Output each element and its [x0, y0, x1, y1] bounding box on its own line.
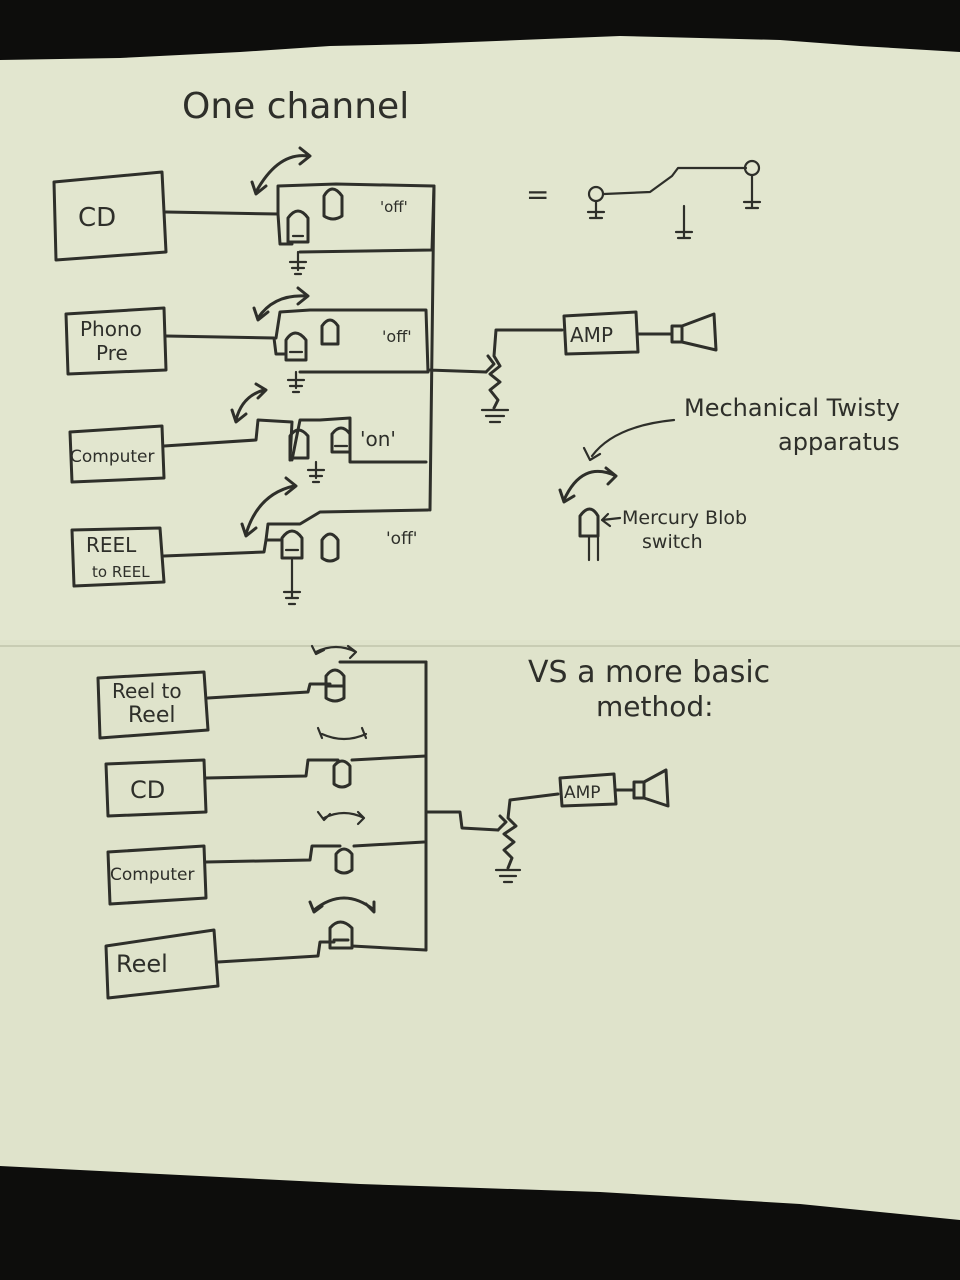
switch-state-2: 'off' [382, 327, 412, 346]
bottom-heading-line1: VS a more basic [528, 655, 770, 690]
mercury-switch-3b [330, 426, 352, 454]
ground-symbols-top [282, 250, 326, 606]
source-box-computer: Computer [68, 424, 166, 484]
switch-state-1: 'off' [380, 198, 408, 216]
equals-sign: = [526, 178, 549, 211]
svg-text:AMP: AMP [570, 323, 613, 347]
mercury-switch-2b [320, 318, 340, 346]
rotation-arrows-top [230, 146, 312, 538]
wire-reel [162, 538, 282, 558]
switch-state-3: 'on' [360, 427, 396, 451]
svg-text:Pre: Pre [96, 341, 128, 365]
svg-text:Phono: Phono [80, 317, 142, 341]
bottom-source-box-cd: CD [104, 758, 208, 818]
svg-text:CD: CD [130, 776, 165, 804]
svg-text:to REEL: to REEL [92, 563, 150, 581]
bottom-wire-2 [204, 758, 340, 780]
wire-cd [164, 210, 294, 246]
mercury-switch-1a [286, 209, 310, 244]
annotation-blob-line2: switch [642, 531, 703, 553]
paper-bottom-sheet [0, 640, 960, 1220]
svg-text:AMP: AMP [564, 783, 601, 803]
bottom-rotation-arrows [308, 644, 376, 914]
top-amp-box: AMP [562, 310, 640, 356]
bottom-wire-4 [216, 940, 336, 964]
switch-housing-1 [276, 182, 436, 254]
svg-text:Reel to: Reel to [112, 679, 182, 703]
source-box-cd: CD [52, 170, 168, 262]
mercury-switch-4a [280, 529, 304, 560]
bottom-volume-potentiometer [494, 792, 560, 884]
bottom-source-box-reel-to-reel: Reel to Reel [96, 670, 210, 740]
svg-text:Computer: Computer [110, 865, 195, 885]
top-output-bus [426, 184, 488, 512]
bottom-amp-box: AMP [558, 772, 618, 808]
top-title: One channel [182, 86, 409, 127]
annotation-twisty-arrow [582, 418, 676, 462]
top-speaker-icon [670, 312, 718, 352]
mercury-switch-3a [288, 428, 310, 460]
switch-housing-4 [264, 508, 430, 542]
svg-text:REEL: REEL [86, 533, 137, 557]
source-box-phono-pre: Phono Pre [64, 306, 168, 376]
wire-phono [164, 334, 288, 356]
bottom-wire-3 [204, 844, 342, 864]
annotation-twisty-line2: apparatus [778, 428, 900, 456]
mercury-switch-4b [320, 532, 340, 563]
bottom-mercury-switches [324, 668, 354, 950]
equivalent-switch-symbol [586, 159, 762, 240]
mercury-switch-2a [284, 331, 308, 362]
bottom-switch-tops [338, 660, 428, 952]
switch-housing-2 [274, 308, 430, 374]
annotation-mercury-switch-icon [578, 507, 600, 562]
annotation-twisty-line1: Mechanical Twisty [684, 394, 900, 422]
mercury-switch-1b [322, 187, 344, 221]
paper-top-sheet [0, 36, 960, 650]
bottom-speaker-icon [632, 768, 670, 808]
bottom-output-bus [424, 660, 500, 952]
top-volume-potentiometer [480, 328, 564, 424]
bottom-source-box-reel: Reel [104, 928, 220, 1000]
bottom-wire-1 [206, 682, 332, 700]
bottom-heading-line2: method: [596, 690, 714, 723]
svg-text:Reel: Reel [128, 703, 175, 728]
annotation-blob-arrow [600, 512, 622, 528]
svg-text:CD: CD [78, 203, 116, 233]
switch-state-4: 'off' [386, 529, 417, 549]
annotation-blob-line1: Mercury Blob [622, 507, 747, 529]
annotation-rotation-arrow [558, 466, 618, 504]
source-box-reel-to-reel: REEL to REEL [70, 526, 166, 588]
svg-text:Computer: Computer [70, 447, 155, 467]
bottom-source-box-computer: Computer [106, 844, 208, 906]
switch-housing-3 [290, 416, 428, 464]
svg-text:Reel: Reel [116, 950, 168, 978]
